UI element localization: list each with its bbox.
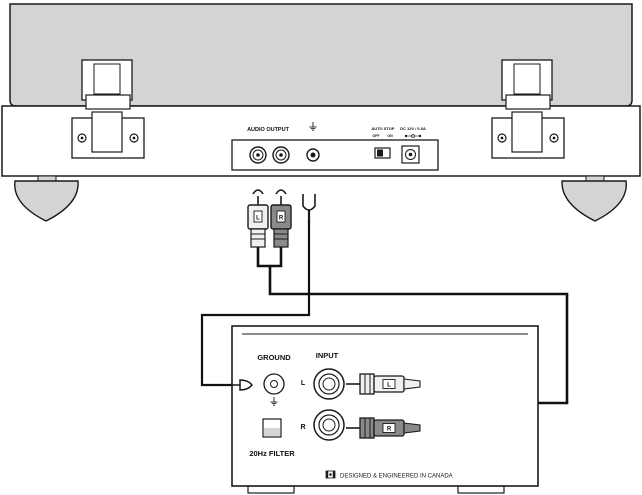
input-right-label: R [300,424,305,431]
auto-stop-label: AUTO STOP [371,126,395,131]
dc-polarity-icon [404,134,422,138]
auto-stop-switch[interactable] [374,147,391,159]
input-left-label: L [301,380,306,387]
turntable-ground-terminal[interactable] [306,148,320,162]
turntable: AUDIO OUTPUT AUTO STOP OFF ON DC 12V / 0… [1,3,641,222]
rca-output-left[interactable] [249,146,267,164]
rca-plug-left-top: L [247,189,269,248]
rca-plug-left-preamp: L [346,373,421,395]
ground-icon [270,397,278,406]
preamp-ground-terminal[interactable] [263,373,285,395]
plug-right-marker: R [279,216,284,222]
rca-cable-left [256,246,569,405]
input-label: INPUT [316,351,339,360]
auto-stop-off-label: OFF [373,134,381,138]
phono-preamp: GROUND 20Hz FILTER INPUT L R [231,325,539,494]
20hz-filter-button[interactable] [262,418,282,438]
ground-label: GROUND [257,353,291,362]
preamp-foot-right [457,485,505,494]
preamp-body [231,325,539,487]
spade-lug-preamp [232,379,253,391]
preamp-foot-left [247,485,295,494]
left-hinge [71,59,145,159]
rca-plug-right-top: R [270,189,292,248]
filter-label: 20Hz FILTER [249,449,295,458]
audio-output-label: AUDIO OUTPUT [247,127,290,133]
rca-input-right[interactable] [313,409,345,441]
rca-output-right[interactable] [272,146,290,164]
rca-input-left[interactable] [313,368,345,400]
preamp-plug-right-marker: R [387,427,392,433]
dc-power-label: DC 12V / 0.5A [400,126,426,131]
rca-cable-right [270,246,283,268]
right-hinge [491,59,565,159]
branding-text: DESIGNED & ENGINEERED IN CANADA [340,474,453,480]
canada-flag-icon [325,470,336,479]
right-foot [561,175,627,222]
ground-icon [309,122,317,131]
plug-left-marker: L [256,216,260,222]
left-foot [14,175,79,222]
ground-wire [200,220,311,387]
rca-plug-right-preamp: R [346,417,421,439]
preamp-plug-left-marker: L [387,383,391,389]
dc-power-jack[interactable] [401,145,420,164]
auto-stop-on-label: ON [387,134,393,138]
spade-lug-top [302,194,316,222]
